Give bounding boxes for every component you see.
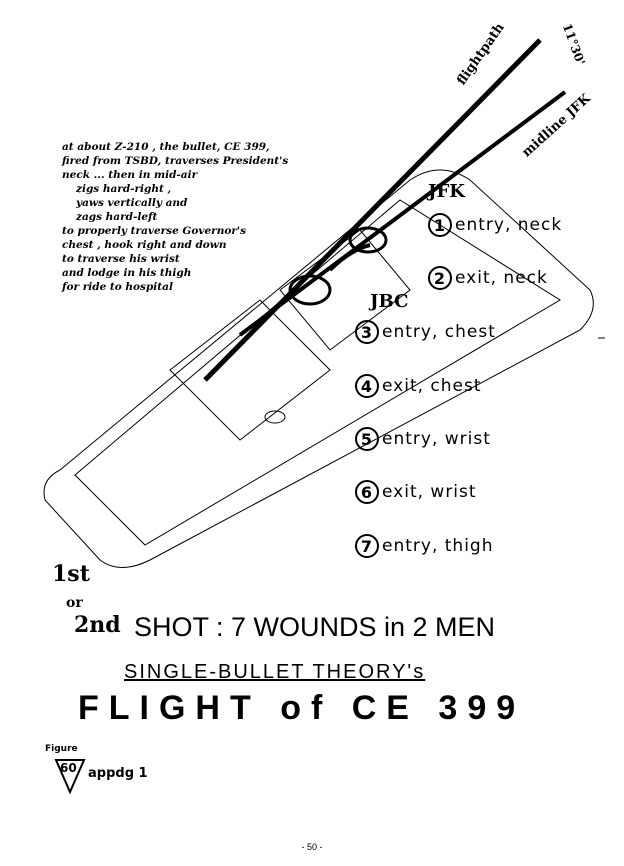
midline-jfk-line (238, 90, 567, 337)
note-line: neck ... then in mid-air (62, 169, 198, 181)
first-shot-label: 1st (52, 561, 90, 587)
wound-number: 3 (355, 320, 379, 344)
wound-number: 7 (355, 534, 379, 558)
second-shot-label: 2nd (74, 612, 121, 638)
jfk-label: JFK (428, 181, 465, 202)
main-title: SHOT : 7 WOUNDS in 2 MEN (134, 612, 496, 642)
wound-text: entry, neck (455, 215, 563, 235)
note-line: to traverse his wrist (62, 253, 180, 265)
note-line: at about Z-210 , the bullet, CE 399, (62, 141, 270, 153)
note-line: and lodge in his thigh (62, 267, 192, 279)
note-line: yaws vertically and (76, 197, 188, 209)
wound-number: 2 (428, 266, 452, 290)
note-line: for ride to hospital (62, 281, 173, 293)
figure-ref: appdg 1 (88, 766, 148, 781)
note-line: fired from TSBD, traverses President's (62, 155, 289, 167)
wound-text: exit, neck (455, 268, 548, 288)
note-line: chest , hook right and down (62, 239, 227, 251)
note-line: to properly traverse Governor's (62, 225, 247, 237)
flightpath-line (203, 38, 542, 382)
annotation-note: at about Z-210 , the bullet, CE 399, fir… (62, 140, 288, 294)
wound-number: 6 (355, 480, 379, 504)
wound-text: entry, chest (382, 322, 496, 342)
wound-text: exit, wrist (382, 482, 477, 502)
wound-number: 1 (428, 213, 452, 237)
wound-text: exit, chest (382, 376, 482, 396)
wound-number: 4 (355, 374, 379, 398)
subtitle: SINGLE-BULLET THEORY's (124, 661, 426, 683)
jbc-label: JBC (370, 291, 409, 312)
figure-number: 60 (60, 761, 77, 775)
page-number: - 50 - (301, 842, 323, 852)
note-line: zigs hard-right , (76, 183, 172, 195)
note-line: zags hard-left (76, 211, 158, 223)
figure-label: Figure (45, 744, 78, 754)
headline: FLIGHT of CE 399 (78, 689, 526, 727)
or-label: or (66, 595, 83, 611)
wound-number: 5 (355, 427, 379, 451)
wound-text: entry, thigh (382, 536, 494, 556)
wound-text: entry, wrist (382, 429, 491, 449)
